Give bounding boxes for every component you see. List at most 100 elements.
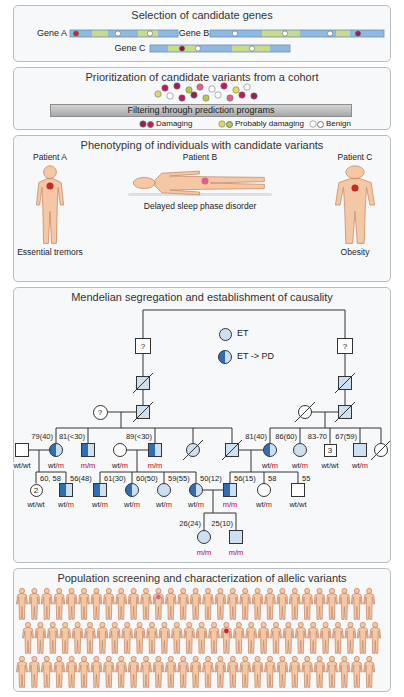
variant-dot	[239, 92, 245, 98]
genotype: wt/wt	[320, 462, 339, 470]
pedigree-line	[100, 472, 196, 473]
population-figure	[66, 656, 77, 687]
female-symbol: ?	[93, 405, 108, 420]
pedigree-line	[251, 450, 252, 472]
pedigree-line	[132, 472, 133, 484]
gene-name: Gene B	[179, 29, 210, 39]
symbol-fill	[16, 444, 29, 457]
female-symbol: 2	[30, 484, 43, 497]
symbol-outline	[224, 484, 237, 497]
pedigree-line	[155, 428, 156, 444]
population-figure	[190, 656, 201, 687]
pedigree-line	[298, 472, 299, 484]
symbol-outline	[294, 444, 307, 457]
population-figure	[41, 656, 52, 687]
gene-outline	[70, 30, 178, 37]
symbol-outline	[292, 484, 305, 497]
age-onset: 60(50)	[135, 475, 159, 483]
population-figure	[333, 622, 344, 653]
population-figure	[91, 588, 102, 619]
legend-text: ET	[237, 329, 249, 339]
variant-dot	[73, 31, 78, 36]
pedigree-symbol	[354, 444, 367, 457]
pedigree-symbol	[264, 444, 277, 457]
patient-name: Patient C	[338, 153, 373, 162]
population-figure	[357, 622, 368, 653]
symbol-half	[190, 484, 197, 497]
pedigree-line	[143, 310, 345, 338]
genotype: wt/m	[155, 501, 173, 509]
exon-segment	[270, 45, 290, 52]
variant-dot	[232, 31, 237, 36]
symbol-outline	[198, 531, 211, 544]
age-onset: 55	[301, 475, 311, 483]
pedigree-symbol	[16, 444, 29, 457]
symbol-text: 3	[328, 446, 332, 455]
legend-text: Probably damaging	[235, 120, 304, 129]
variant-dot	[191, 92, 197, 98]
gene-outline	[150, 45, 290, 52]
legend-swatch	[219, 328, 232, 341]
deceased-slash	[335, 373, 355, 393]
deceased-slash	[335, 402, 355, 422]
pedigree-line	[193, 428, 194, 444]
symbol-text: 2	[34, 486, 38, 495]
pedigree-line	[88, 428, 89, 444]
symbol-fill	[190, 484, 203, 497]
pedigree-symbol	[335, 402, 355, 422]
patient-figure	[335, 166, 374, 244]
panel-grounds	[13, 5, 391, 692]
symbol-fill	[294, 444, 307, 457]
population-figure	[233, 622, 244, 653]
symbol-fill	[224, 484, 237, 497]
symbol-fill	[354, 444, 367, 457]
panel-ground	[13, 287, 391, 563]
population-figure	[35, 622, 46, 653]
age-onset: 56(15)	[233, 475, 257, 483]
exon-segment	[300, 30, 336, 37]
male-symbol: ?	[135, 338, 151, 354]
pedigree-symbol	[60, 484, 73, 497]
pedigree-symbol	[50, 444, 63, 457]
age-onset: 61(30)	[103, 475, 127, 483]
male-symbol: 3	[324, 444, 337, 457]
population-figure	[351, 656, 362, 687]
genotype: wt/m	[351, 462, 369, 470]
genotype: wt/m	[111, 462, 129, 470]
symbol-fill	[82, 444, 95, 457]
exon-segment	[210, 30, 262, 37]
pedigree	[16, 351, 392, 544]
exon-segment	[262, 30, 300, 37]
population-figure	[97, 622, 108, 653]
pedigree-line	[213, 490, 214, 513]
age-onset: 79(40)	[30, 433, 54, 441]
symbol-outline	[219, 351, 232, 364]
legend-text: ET -> PD	[237, 352, 274, 362]
pedigree-symbol	[224, 484, 237, 497]
pedigree-symbol	[294, 444, 307, 457]
population-figure	[66, 588, 77, 619]
population-figure	[339, 588, 350, 619]
filter-bar: Filtering through prediction programs	[50, 104, 352, 117]
exon-segment	[168, 45, 200, 52]
pedigree-symbol	[230, 531, 243, 544]
legend-dot	[219, 121, 225, 127]
symbol-half	[224, 484, 231, 497]
age-onset: 67(59)	[334, 433, 358, 441]
population-figure	[103, 588, 114, 619]
panel-title: Prioritization of candidate variants fro…	[14, 71, 390, 84]
symbol-outline	[190, 484, 203, 497]
genotype: wt/m	[261, 462, 279, 470]
variant-marker	[47, 183, 54, 190]
variant-dot	[174, 83, 180, 89]
age-onset: 60, 58	[39, 475, 62, 483]
variant-dot	[147, 31, 152, 36]
population-figure	[265, 656, 276, 687]
population-figure	[265, 588, 276, 619]
pedigree-symbol	[295, 402, 315, 422]
genotype: wt/m	[123, 501, 141, 509]
age-onset: 26(24)	[178, 520, 202, 528]
exon-segment	[108, 30, 138, 37]
symbol-outline	[16, 444, 29, 457]
